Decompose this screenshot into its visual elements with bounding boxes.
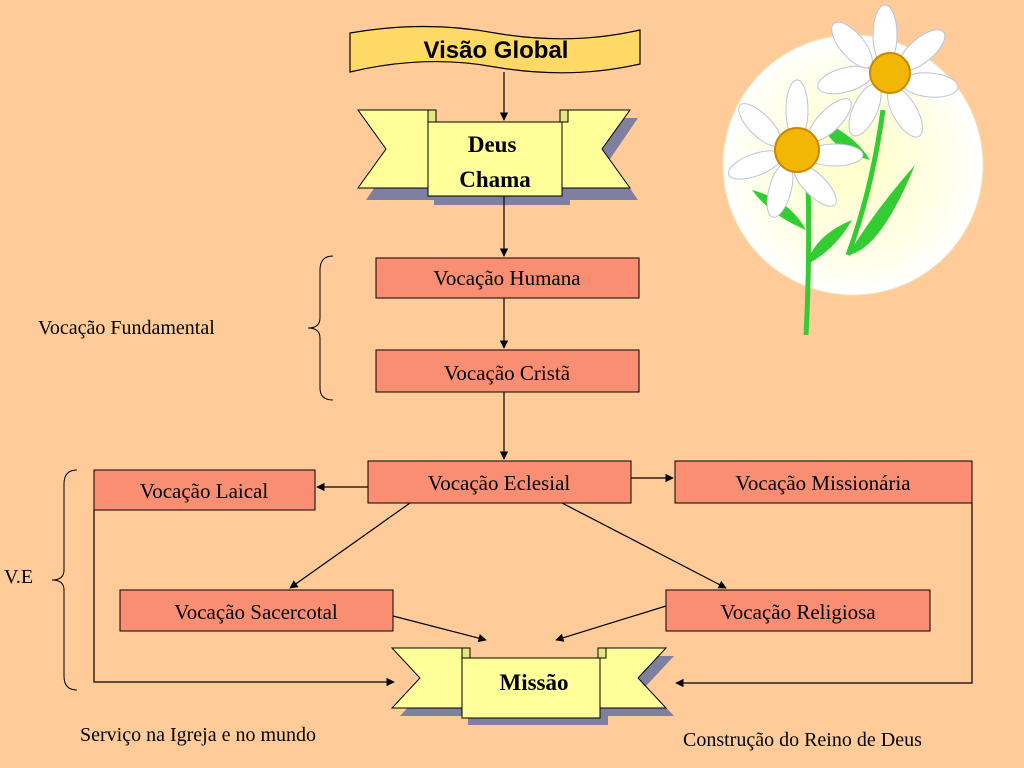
arrow-laical-missao: [93, 510, 395, 687]
node-deus-chama: Deus Chama: [459, 132, 531, 192]
node-missao: Missão: [500, 670, 569, 695]
label-construcao: Construção do Reino de Deus: [683, 729, 922, 751]
label-ve: V.E: [4, 566, 34, 588]
arrow-missionaria-missao: [675, 503, 973, 688]
connectors: [93, 72, 973, 688]
missao-banner: Missão: [390, 647, 674, 725]
node-humana: Vocação Humana: [433, 266, 581, 290]
arrow-eclesial-religiosa: [561, 502, 727, 589]
node-sacercotal: Vocação Sacercotal: [174, 600, 338, 624]
box-eclesial: [367, 460, 632, 504]
box-missionaria: [674, 460, 973, 504]
label-servico: Serviço na Igreja e no mundo: [80, 724, 317, 746]
deus-chama-banner: Deus Chama: [357, 109, 638, 205]
title-banner: Visão Global: [349, 25, 641, 74]
box-laical: [93, 469, 316, 511]
box-crista: [375, 349, 640, 393]
arrow-sacercotal-missao: [392, 615, 487, 643]
node-laical: Vocação Laical: [140, 479, 269, 503]
box-religiosa: [665, 589, 931, 632]
box-sacercotal: [119, 589, 394, 632]
box-humana: [375, 257, 640, 299]
arrow-eclesial-sacercotal: [289, 502, 411, 589]
brace-fundamental: [307, 255, 334, 401]
node-missionaria: Vocação Missionária: [735, 471, 911, 495]
label-vocacao-fundamental: Vocação Fundamental: [38, 317, 215, 339]
node-religiosa: Vocação Religiosa: [720, 600, 876, 624]
title-text: Visão Global: [424, 37, 569, 64]
node-crista: Vocação Cristã: [444, 361, 571, 385]
daisy-illustration: [722, 4, 984, 336]
node-eclesial: Vocação Eclesial: [428, 471, 571, 495]
brace-ve: [51, 469, 78, 691]
arrow-religiosa-missao: [555, 605, 667, 642]
